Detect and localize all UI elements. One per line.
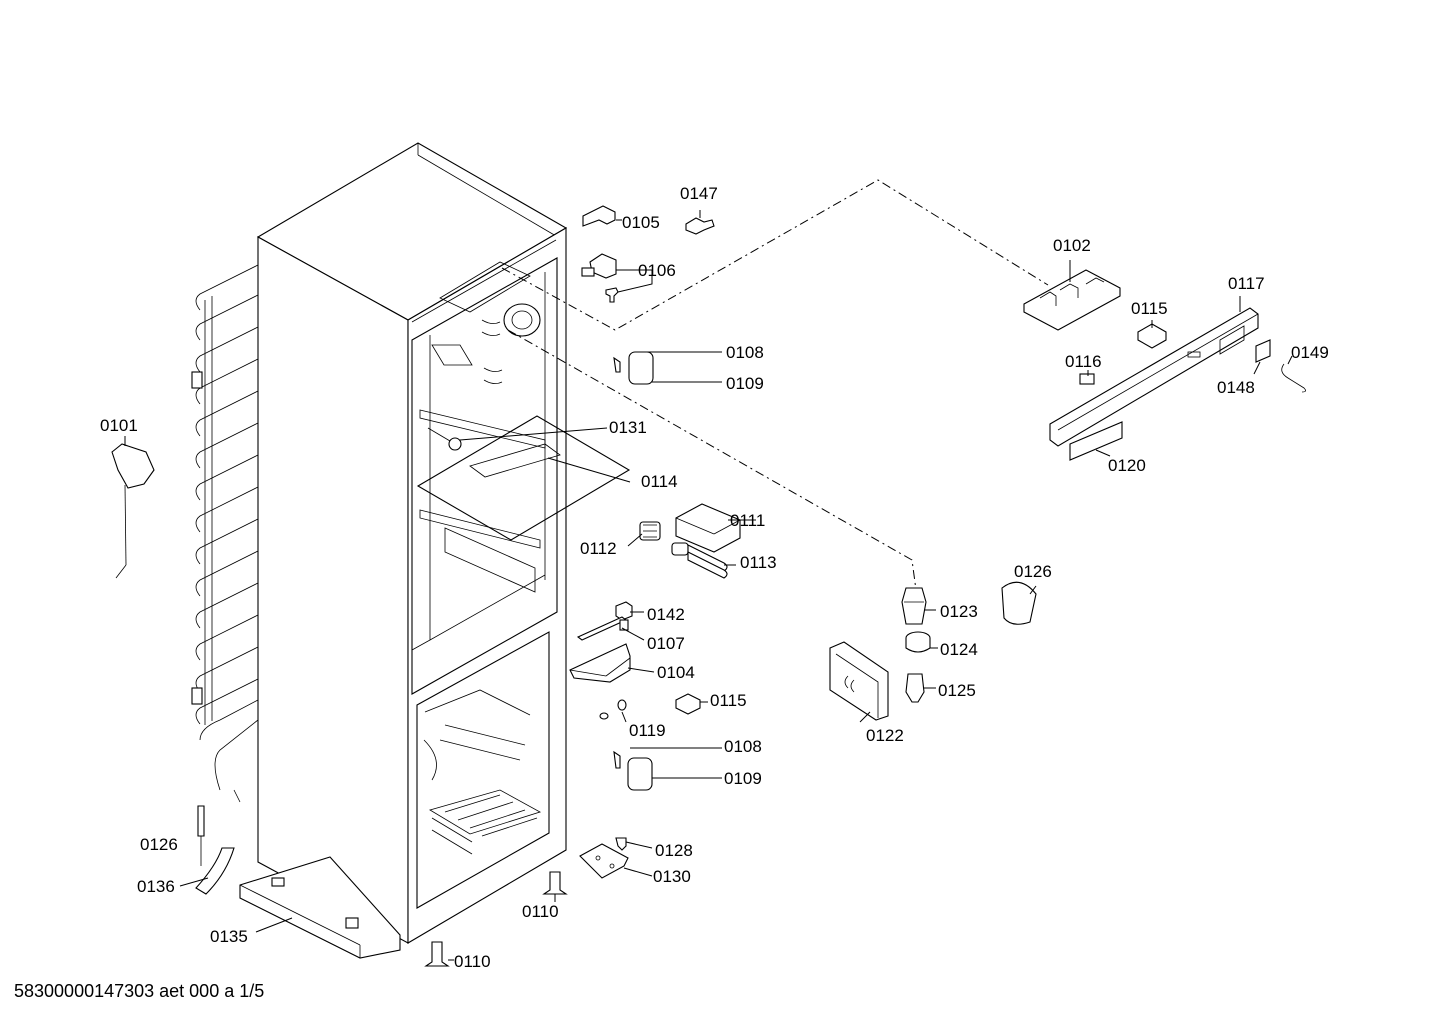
- label-0104: 0104: [657, 663, 695, 682]
- label-0116: 0116: [1065, 352, 1102, 371]
- label-0102: 0102: [1053, 236, 1091, 255]
- fridge-cabinet: [191, 142, 568, 959]
- label-0126-right: 0126: [1014, 562, 1052, 581]
- parts: [111, 205, 1306, 967]
- label-0124: 0124: [940, 640, 978, 659]
- label-0114: 0114: [641, 472, 678, 491]
- label-0111: 0111: [730, 511, 765, 530]
- label-0149: 0149: [1291, 343, 1329, 362]
- glass-shelf: [416, 415, 631, 541]
- document-id-footer: 58300000147303 aet 000 a 1/5: [14, 981, 265, 1001]
- label-0108-upper: 0108: [726, 343, 764, 362]
- label-0105: 0105: [622, 213, 660, 232]
- condenser-coil: [195, 264, 259, 803]
- label-0120: 0120: [1108, 456, 1146, 475]
- label-0123: 0123: [940, 602, 978, 621]
- label-0115-lower: 0115: [710, 691, 747, 710]
- part-labels: 0101 0102 0104 0105 0106 0107 0108 0109 …: [100, 184, 1329, 971]
- label-0148: 0148: [1217, 378, 1255, 397]
- label-0128: 0128: [655, 841, 693, 860]
- label-0106: 0106: [638, 261, 676, 280]
- leader-lines: [124, 210, 1293, 961]
- label-0122: 0122: [866, 726, 904, 745]
- label-0136: 0136: [137, 877, 175, 896]
- label-0109-lower: 0109: [724, 769, 762, 788]
- label-0112: 0112: [580, 539, 617, 558]
- label-0101: 0101: [100, 416, 138, 435]
- label-0125: 0125: [938, 681, 976, 700]
- label-0130: 0130: [653, 867, 691, 886]
- label-0135: 0135: [210, 927, 248, 946]
- label-0109-upper: 0109: [726, 374, 764, 393]
- label-0110-bottom: 0110: [454, 952, 491, 971]
- label-0108-lower: 0108: [724, 737, 762, 756]
- label-0113: 0113: [740, 553, 777, 572]
- label-0107: 0107: [647, 634, 685, 653]
- label-0110-right: 0110: [522, 902, 559, 921]
- label-0126-left: 0126: [140, 835, 178, 854]
- label-0115-upper: 0115: [1131, 299, 1168, 318]
- label-0131: 0131: [609, 418, 647, 437]
- label-0119: 0119: [629, 721, 666, 740]
- label-0142: 0142: [647, 605, 685, 624]
- label-0147: 0147: [680, 184, 718, 203]
- label-0117: 0117: [1228, 274, 1265, 293]
